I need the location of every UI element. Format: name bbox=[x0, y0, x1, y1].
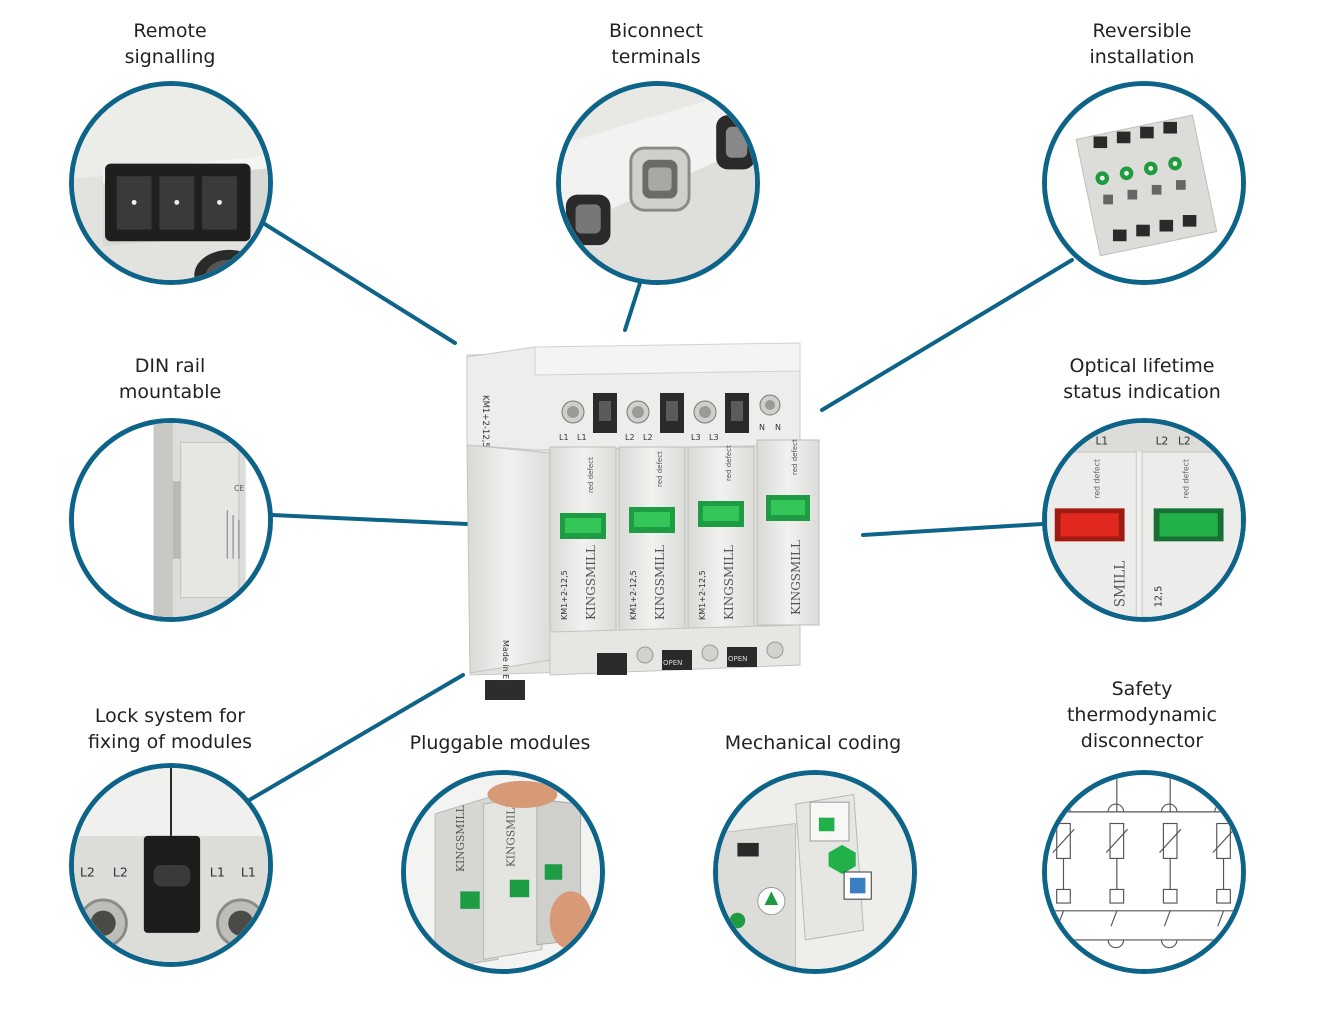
detail-biconnect bbox=[556, 81, 760, 285]
leader-remote-signalling bbox=[253, 216, 457, 345]
lock-label-3: L1 bbox=[210, 865, 225, 880]
module-2-indicator: red defect bbox=[656, 451, 664, 487]
module-1-model: KM1+2-12,5 bbox=[560, 570, 569, 620]
leader-reversible bbox=[820, 258, 1074, 412]
terminal-label-8: N bbox=[775, 423, 781, 432]
din-rail-side-image: CE bbox=[74, 423, 268, 617]
surge-protection-device: KM1+2-12,5-4+0 SC L1 L1 L2 L2 L3 L3 N N … bbox=[466, 342, 820, 700]
open-label-1: OPEN bbox=[663, 659, 682, 667]
leader-optical bbox=[861, 522, 1044, 537]
reversible-installation-image bbox=[1047, 86, 1241, 280]
device-model: KM1+2-12,5-4+0 SC bbox=[480, 395, 490, 483]
status-indicator-text-right: red defect bbox=[1182, 459, 1191, 499]
leader-din-rail bbox=[270, 513, 469, 526]
leader-biconnect bbox=[623, 278, 643, 332]
optical-indicator-image: L1 L2 L2 red defect red defect SMILL 12,… bbox=[1047, 423, 1241, 617]
lock-label-4: L1 bbox=[241, 865, 256, 880]
status-model: 12,5 bbox=[1153, 586, 1164, 608]
lock-label-2: L2 bbox=[113, 865, 128, 880]
lock-label-1: L2 bbox=[80, 865, 95, 880]
module-3: red defect KINGSMILL KM1+2-12,5 bbox=[687, 445, 755, 633]
label-optical-lifetime: Optical lifetime status indication bbox=[1063, 355, 1221, 403]
pluggable-brand-1: KINGSMILL bbox=[454, 805, 467, 872]
module-4-brand: KINGSMILL bbox=[789, 540, 803, 615]
pluggable-modules-image: KINGSMILL KINGSMILL bbox=[406, 775, 600, 969]
label-lock-system: Lock system for fixing of modules bbox=[87, 705, 253, 753]
biconnect-terminals-image bbox=[561, 86, 755, 280]
open-label-2: OPEN bbox=[728, 655, 747, 663]
pluggable-brand-2: KINGSMILL bbox=[505, 801, 518, 868]
detail-optical-lifetime: L1 L2 L2 red defect red defect SMILL 12,… bbox=[1042, 418, 1246, 622]
terminal-label-4: L2 bbox=[643, 433, 653, 442]
module-3-model: KM1+2-12,5 bbox=[698, 570, 707, 620]
label-safety-disconnector: Safety thermodynamic disconnector bbox=[1066, 678, 1217, 752]
top-terminals bbox=[561, 393, 781, 433]
detail-reversible bbox=[1042, 81, 1246, 285]
terminal-label-3: L2 bbox=[625, 433, 635, 442]
detail-remote-signalling bbox=[69, 81, 273, 285]
module-4-indicator: red defect bbox=[791, 439, 799, 475]
disconnector-schematic bbox=[1047, 775, 1241, 969]
status-label-l1: L1 bbox=[1096, 434, 1109, 447]
status-indicator-text-left: red defect bbox=[1092, 459, 1101, 499]
terminal-label-5: L3 bbox=[691, 433, 701, 442]
device-origin: Made in EU bbox=[501, 640, 510, 685]
module-3-indicator: red defect bbox=[725, 445, 733, 481]
label-din-rail: DIN rail mountable bbox=[118, 355, 222, 403]
module-4: red defect KINGSMILL bbox=[756, 439, 820, 626]
detail-pluggable-modules: KINGSMILL KINGSMILL bbox=[401, 770, 605, 974]
label-pluggable-modules: Pluggable modules bbox=[409, 732, 591, 754]
module-2: red defect KINGSMILL KM1+2-12,5 bbox=[618, 446, 686, 633]
leader-lock bbox=[244, 673, 465, 804]
mechanical-coding-image bbox=[718, 775, 912, 969]
module-1-brand: KINGSMILL bbox=[584, 545, 598, 620]
label-mechanical-coding: Mechanical coding bbox=[724, 732, 902, 754]
remote-signalling-connector-image bbox=[74, 86, 268, 280]
detail-lock-system: L2 L2 L1 L1 bbox=[69, 763, 273, 967]
terminal-label-2: L1 bbox=[577, 433, 587, 442]
status-brand: SMILL bbox=[1113, 561, 1129, 608]
module-3-brand: KINGSMILL bbox=[722, 545, 736, 620]
status-label-l2b: L2 bbox=[1178, 434, 1191, 447]
module-2-model: KM1+2-12,5 bbox=[629, 570, 638, 620]
detail-mechanical-coding bbox=[713, 770, 917, 974]
module-1: red defect KINGSMILL KM1+2-12,5 bbox=[549, 446, 617, 633]
detail-din-rail: CE bbox=[69, 418, 273, 622]
label-reversible-installation: Reversible installation bbox=[1089, 20, 1195, 68]
label-biconnect-terminals: Biconnect terminals bbox=[608, 20, 704, 68]
label-remote-signalling: Remote signalling bbox=[124, 20, 216, 68]
lock-system-image: L2 L2 L1 L1 bbox=[74, 768, 268, 962]
module-1-indicator: red defect bbox=[587, 457, 595, 493]
terminal-label-7: N bbox=[759, 423, 765, 432]
terminal-label-1: L1 bbox=[559, 433, 569, 442]
terminal-label-6: L3 bbox=[709, 433, 719, 442]
status-label-l2a: L2 bbox=[1156, 434, 1169, 447]
module-2-brand: KINGSMILL bbox=[653, 545, 667, 620]
pluggable-module-row: red defect KINGSMILL KM1+2-12,5 red defe… bbox=[549, 439, 820, 633]
detail-safety-disconnector bbox=[1042, 770, 1246, 974]
svg-text:CE: CE bbox=[234, 484, 244, 493]
